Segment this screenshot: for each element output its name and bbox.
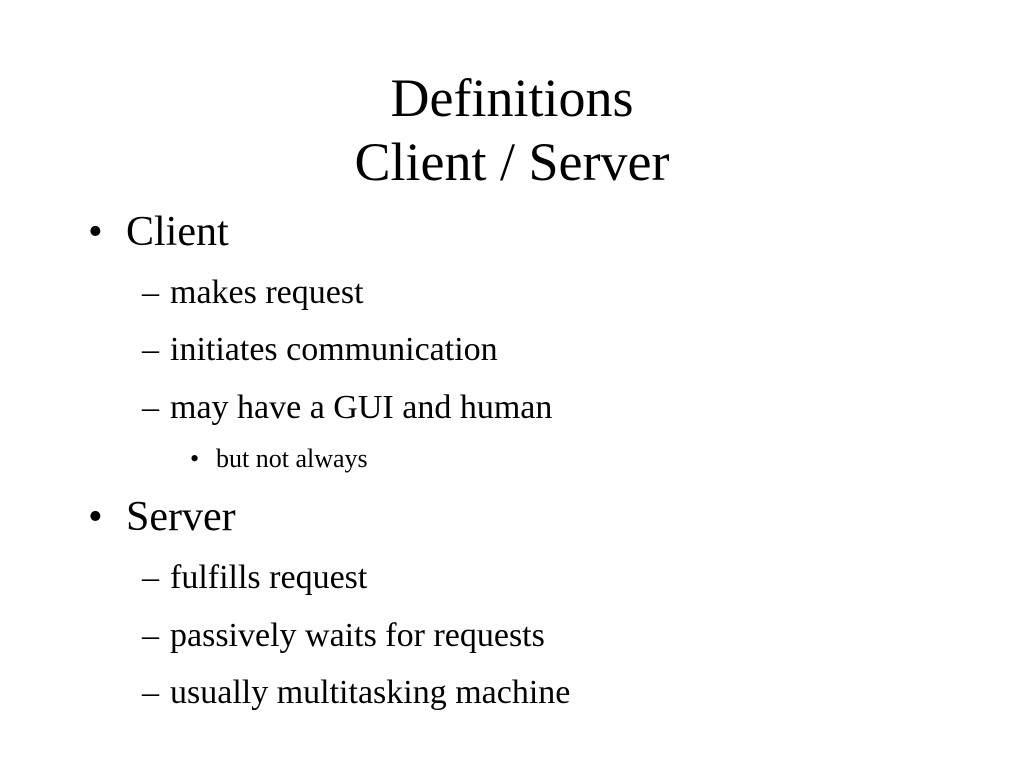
dash-marker: – — [142, 617, 159, 654]
bullet-item-fulfills-request: – fulfills request — [142, 558, 368, 598]
slide-title: Definitions Client / Server — [0, 66, 1024, 194]
bullet-text: but not always — [216, 444, 368, 473]
bullet-item-but-not-always: • but not always — [190, 444, 368, 474]
bullet-item-server: • Server — [88, 493, 236, 541]
bullet-item-client: • Client — [88, 208, 229, 256]
bullet-marker: • — [88, 209, 103, 255]
dash-marker: – — [142, 674, 159, 711]
dash-marker: – — [142, 559, 159, 596]
bullet-item-makes-request: – makes request — [142, 273, 364, 313]
bullet-item-initiates-communication: – initiates communication — [142, 330, 498, 370]
dash-marker: – — [142, 331, 159, 368]
bullet-text: initiates communication — [170, 331, 498, 368]
bullet-item-passively-waits: – passively waits for requests — [142, 616, 545, 656]
title-line-1: Definitions — [390, 68, 634, 128]
bullet-item-gui-and-human: – may have a GUI and human — [142, 388, 553, 428]
bullet-text: passively waits for requests — [170, 617, 545, 654]
bullet-item-multitasking-machine: – usually multitasking machine — [142, 673, 571, 713]
bullet-text: usually multitasking machine — [170, 674, 571, 711]
bullet-text: fulfills request — [170, 559, 368, 596]
bullet-marker: • — [190, 444, 200, 473]
title-line-2: Client / Server — [354, 132, 670, 192]
bullet-text: may have a GUI and human — [170, 389, 553, 426]
bullet-text: Server — [126, 494, 236, 540]
bullet-text: makes request — [170, 274, 364, 311]
bullet-marker: • — [88, 494, 103, 540]
dash-marker: – — [142, 389, 159, 426]
dash-marker: – — [142, 274, 159, 311]
bullet-text: Client — [126, 209, 229, 255]
